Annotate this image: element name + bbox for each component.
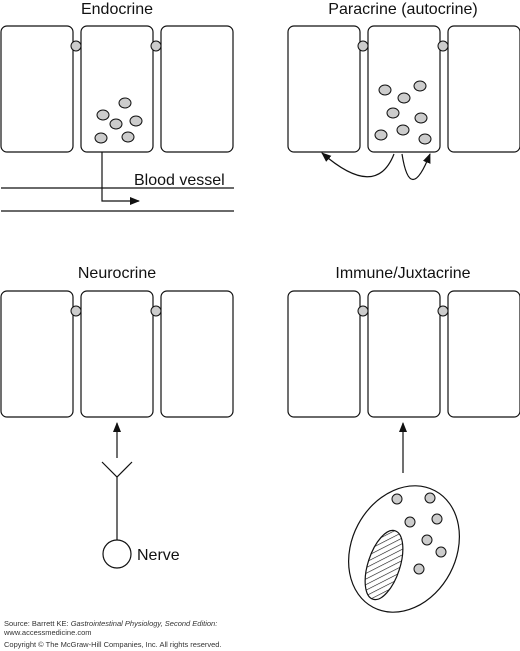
neurocrine-cell-right bbox=[160, 290, 234, 418]
source-prefix: Source: Barrett KE: bbox=[4, 619, 71, 628]
source-site: www.accessmedicine.com bbox=[4, 628, 92, 637]
immune-granules bbox=[391, 492, 447, 575]
tight-junction bbox=[70, 40, 82, 52]
granule bbox=[431, 513, 443, 525]
endocrine-cell-left bbox=[0, 25, 74, 153]
immune-title: Immune/Juxtacrine bbox=[335, 265, 470, 282]
immune-panel: Immune/Juxtacrine bbox=[287, 265, 520, 613]
granule bbox=[121, 131, 135, 143]
tight-junction bbox=[357, 40, 369, 52]
immune-cell bbox=[348, 485, 460, 613]
nerve-cell-body bbox=[102, 539, 132, 569]
granule bbox=[404, 516, 416, 528]
nerve-label: Nerve bbox=[137, 547, 180, 564]
neurocrine-cell-middle bbox=[80, 290, 154, 418]
hormone-release-arrow bbox=[101, 152, 140, 205]
granule bbox=[391, 493, 403, 505]
paracrine-arrow bbox=[321, 152, 395, 178]
tight-junction bbox=[437, 40, 449, 52]
granule bbox=[413, 80, 427, 92]
copyright-line: Copyright © The McGraw-Hill Companies, I… bbox=[4, 640, 222, 649]
tight-junction bbox=[70, 305, 82, 317]
immune-cell-left bbox=[287, 290, 361, 418]
paracrine-cell-right bbox=[447, 25, 520, 153]
granule bbox=[109, 118, 123, 130]
granule bbox=[424, 492, 436, 504]
granule bbox=[435, 546, 447, 558]
endocrine-title: Endocrine bbox=[81, 1, 153, 18]
neurocrine-panel: Neurocrine Nerve bbox=[0, 265, 234, 569]
immune-cell-middle bbox=[367, 290, 441, 418]
autocrine-arrow bbox=[401, 153, 431, 180]
endocrine-panel: Endocrine Blood vessel bbox=[0, 1, 234, 212]
granule bbox=[414, 112, 428, 124]
paracrine-cell-left bbox=[287, 25, 361, 153]
granule bbox=[94, 132, 108, 144]
secretory-granules bbox=[374, 80, 432, 145]
tight-junction bbox=[150, 40, 162, 52]
immune-cell-right bbox=[447, 290, 520, 418]
tight-junction bbox=[437, 305, 449, 317]
granule bbox=[413, 563, 425, 575]
blood-vessel-label: Blood vessel bbox=[134, 172, 225, 189]
granule bbox=[418, 133, 432, 145]
neurocrine-title: Neurocrine bbox=[78, 265, 156, 282]
source-line: Source: Barrett KE: Gastrointestinal Phy… bbox=[4, 619, 217, 628]
immune-cell-nucleus bbox=[364, 529, 404, 601]
nerve-terminal bbox=[101, 461, 133, 478]
endocrine-cell-middle bbox=[80, 25, 154, 153]
granule bbox=[118, 97, 132, 109]
secretory-granules bbox=[94, 97, 143, 144]
paracrine-title: Paracrine (autocrine) bbox=[328, 1, 477, 18]
source-title: Gastrointestinal Physiology, Second Edit… bbox=[70, 619, 218, 628]
tight-junction bbox=[357, 305, 369, 317]
neurocrine-cell-left bbox=[0, 290, 74, 418]
tight-junction bbox=[150, 305, 162, 317]
granule bbox=[378, 84, 392, 96]
granule bbox=[397, 92, 411, 104]
granule bbox=[396, 124, 410, 136]
granule bbox=[96, 109, 110, 121]
granule bbox=[421, 534, 433, 546]
granule bbox=[129, 115, 143, 127]
granule bbox=[386, 107, 400, 119]
granule bbox=[374, 129, 388, 141]
endocrine-cell-right bbox=[160, 25, 234, 153]
paracrine-panel: Paracrine (autocrine) bbox=[287, 1, 520, 180]
